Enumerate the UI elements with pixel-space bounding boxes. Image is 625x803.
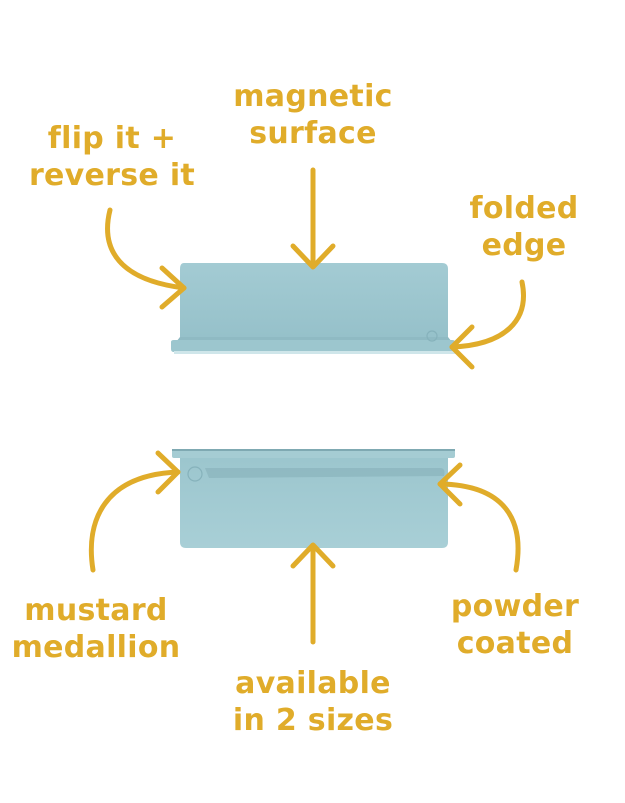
label-line: magnetic <box>233 79 393 114</box>
shelf-upright <box>171 263 456 354</box>
label-line: edge <box>481 228 567 263</box>
arrow-down-icon <box>290 167 336 270</box>
label-line: surface <box>249 116 377 151</box>
arrow-up-icon <box>290 542 336 645</box>
arrow-curved-left-icon <box>437 462 521 573</box>
label-line: coated <box>456 626 574 661</box>
label-line: powder <box>450 589 580 624</box>
label-folded-edge: folded edge <box>458 190 590 264</box>
medallion-icon <box>426 330 438 342</box>
label-line: folded <box>469 191 579 226</box>
label-magnetic-surface: magnetic surface <box>222 78 404 152</box>
arrow-curved-left-icon <box>449 279 526 370</box>
medallion-icon <box>187 466 203 482</box>
label-flip-reverse: flip it + reverse it <box>22 120 202 194</box>
arrow-curved-right-icon <box>105 207 187 310</box>
label-line: available <box>235 666 391 701</box>
arrow-curved-right-icon <box>88 450 181 573</box>
label-mustard-medallion: mustard medallion <box>6 592 186 666</box>
label-available-sizes: available in 2 sizes <box>222 665 404 739</box>
label-line: medallion <box>11 630 181 665</box>
shelf-flipped <box>172 449 455 548</box>
label-line: in 2 sizes <box>232 703 394 738</box>
label-line: flip it + <box>47 121 177 156</box>
label-line: mustard <box>24 593 168 628</box>
label-line: reverse it <box>28 158 196 193</box>
label-powder-coated: powder coated <box>440 588 590 662</box>
